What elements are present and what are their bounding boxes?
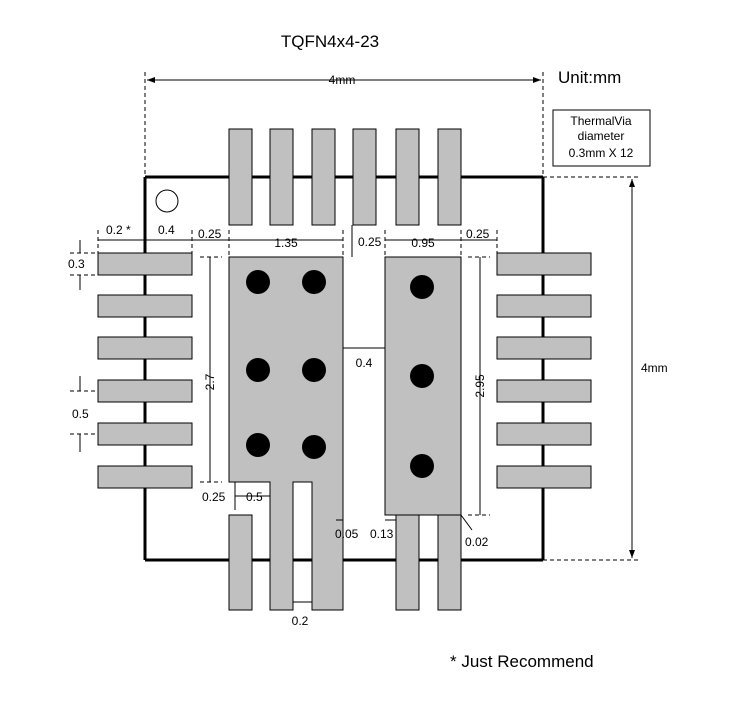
thermal-via <box>246 358 270 382</box>
dim-pad-ext: 0.2 * <box>106 223 131 237</box>
top-pad <box>352 128 377 226</box>
left-pad <box>97 252 193 276</box>
dim-right-ep-width: 0.95 <box>411 236 435 250</box>
left-pad <box>97 379 193 403</box>
right-pad <box>496 422 592 446</box>
dim-bottom-pad-width: 0.2 <box>292 614 309 628</box>
thermal-via <box>410 275 434 299</box>
thermal-via <box>410 454 434 478</box>
dim-gap-left: 0.25 <box>198 227 222 241</box>
thermal-via <box>302 358 326 382</box>
thermal-via-note-line-1: ThermalVia <box>570 114 631 128</box>
right-pad <box>496 336 592 360</box>
package-outline <box>143 175 545 562</box>
top-pad <box>228 128 253 226</box>
thermal-via <box>246 433 270 457</box>
dim-left-ep-height: 2.7 <box>203 373 217 390</box>
dim-right-clear: 0.13 <box>370 527 394 541</box>
thermal-via <box>246 270 270 294</box>
dim-right-ep-height: 2.95 <box>473 374 487 398</box>
left-pad <box>97 422 193 446</box>
dim-corner-clear: 0.02 <box>465 535 489 549</box>
dimension-labels: 4mm 4mm 0.2 * 0.4 0.25 1.35 0.25 0.95 0.… <box>68 73 668 628</box>
thermal-via <box>410 364 434 388</box>
dim-notch-h: 0.25 <box>202 490 226 504</box>
top-pads <box>228 128 462 226</box>
top-pad <box>311 128 336 226</box>
thermal-via <box>302 270 326 294</box>
dim-width-top: 4mm <box>329 73 356 87</box>
bottom-pad <box>395 514 420 611</box>
bottom-pad <box>228 514 253 611</box>
thermal-via-note-line-3: 0.3mm X 12 <box>569 146 634 160</box>
dim-ep-gap: 0.4 <box>356 356 373 370</box>
dim-notch-w: 0.5 <box>246 490 263 504</box>
dim-left-clear: 0.05 <box>335 527 359 541</box>
left-pad <box>97 336 193 360</box>
left-exposed-pad <box>228 256 344 611</box>
thermal-via-note: ThermalVia diameter 0.3mm X 12 <box>552 109 651 167</box>
dim-height-right: 4mm <box>641 361 668 375</box>
right-pad <box>496 252 592 276</box>
thermal-vias <box>246 270 434 478</box>
right-pad <box>496 465 592 489</box>
thermal-via <box>302 435 326 459</box>
footnote: * Just Recommend <box>450 652 594 671</box>
dim-top-gap: 0.25 <box>358 235 382 249</box>
bottom-pads <box>228 514 462 611</box>
left-pads <box>97 252 193 489</box>
dim-pad-width: 0.3 <box>68 257 85 271</box>
dim-pitch: 0.5 <box>72 407 89 421</box>
left-pad <box>97 465 193 489</box>
dim-pad-len: 0.4 <box>158 223 175 237</box>
top-pad <box>395 128 420 226</box>
unit-label: Unit:mm <box>558 68 621 87</box>
bottom-pad <box>437 514 462 611</box>
pin1-marker <box>155 189 179 213</box>
thermal-via-note-line-2: diameter <box>578 129 625 143</box>
top-pad <box>269 128 294 226</box>
top-pad <box>437 128 462 226</box>
diagram-title: TQFN4x4-23 <box>281 32 379 51</box>
dim-gap-right: 0.25 <box>466 227 490 241</box>
extension-lines <box>70 72 640 561</box>
dim-left-ep-width: 1.35 <box>274 236 298 250</box>
dimension-lines <box>79 77 635 603</box>
right-pads <box>496 252 592 489</box>
left-pad <box>97 294 193 318</box>
right-pad <box>496 294 592 318</box>
right-pad <box>496 379 592 403</box>
